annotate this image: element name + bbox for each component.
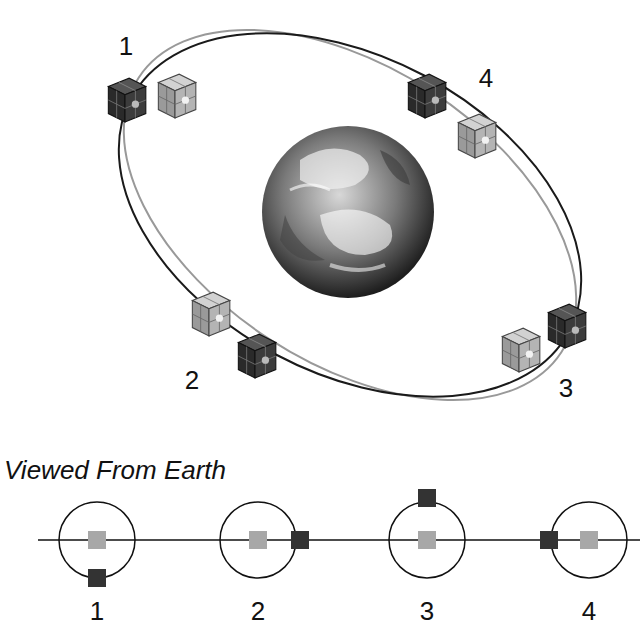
label-anchor: 3 xyxy=(559,375,573,401)
callout-number: 3 xyxy=(559,373,573,403)
satellite-light xyxy=(458,114,496,158)
satellite-light xyxy=(502,328,539,372)
orbit-black xyxy=(57,0,640,471)
satellite-dark xyxy=(548,304,586,348)
view-number: 1 xyxy=(90,596,104,626)
label-anchor: 2 xyxy=(185,367,199,393)
earth xyxy=(262,126,434,298)
dark-squares xyxy=(88,489,558,587)
satellite-dark xyxy=(408,74,446,118)
label-anchor: Viewed From Earth xyxy=(4,457,226,483)
view-circles xyxy=(59,502,627,578)
satellite-light xyxy=(192,292,230,336)
view-number: 3 xyxy=(420,596,434,626)
label-anchor: 2 xyxy=(251,598,265,624)
callout-number: 1 xyxy=(119,31,133,61)
panel-heading: Viewed From Earth xyxy=(4,455,226,485)
label-anchor: 4 xyxy=(479,65,493,91)
callout-number: 2 xyxy=(185,365,199,395)
label-anchor: 4 xyxy=(582,598,596,624)
satellite-light xyxy=(158,74,196,118)
light-squares xyxy=(88,531,598,549)
callout-number: 4 xyxy=(479,63,493,93)
satellite-dark xyxy=(108,78,145,122)
label-anchor: 1 xyxy=(90,598,104,624)
orbit-grey xyxy=(58,0,640,476)
satellite-dark xyxy=(238,334,276,378)
label-anchor: 1 xyxy=(119,33,133,59)
label-anchor: 3 xyxy=(420,598,434,624)
view-number: 2 xyxy=(251,596,265,626)
view-number: 4 xyxy=(582,596,596,626)
